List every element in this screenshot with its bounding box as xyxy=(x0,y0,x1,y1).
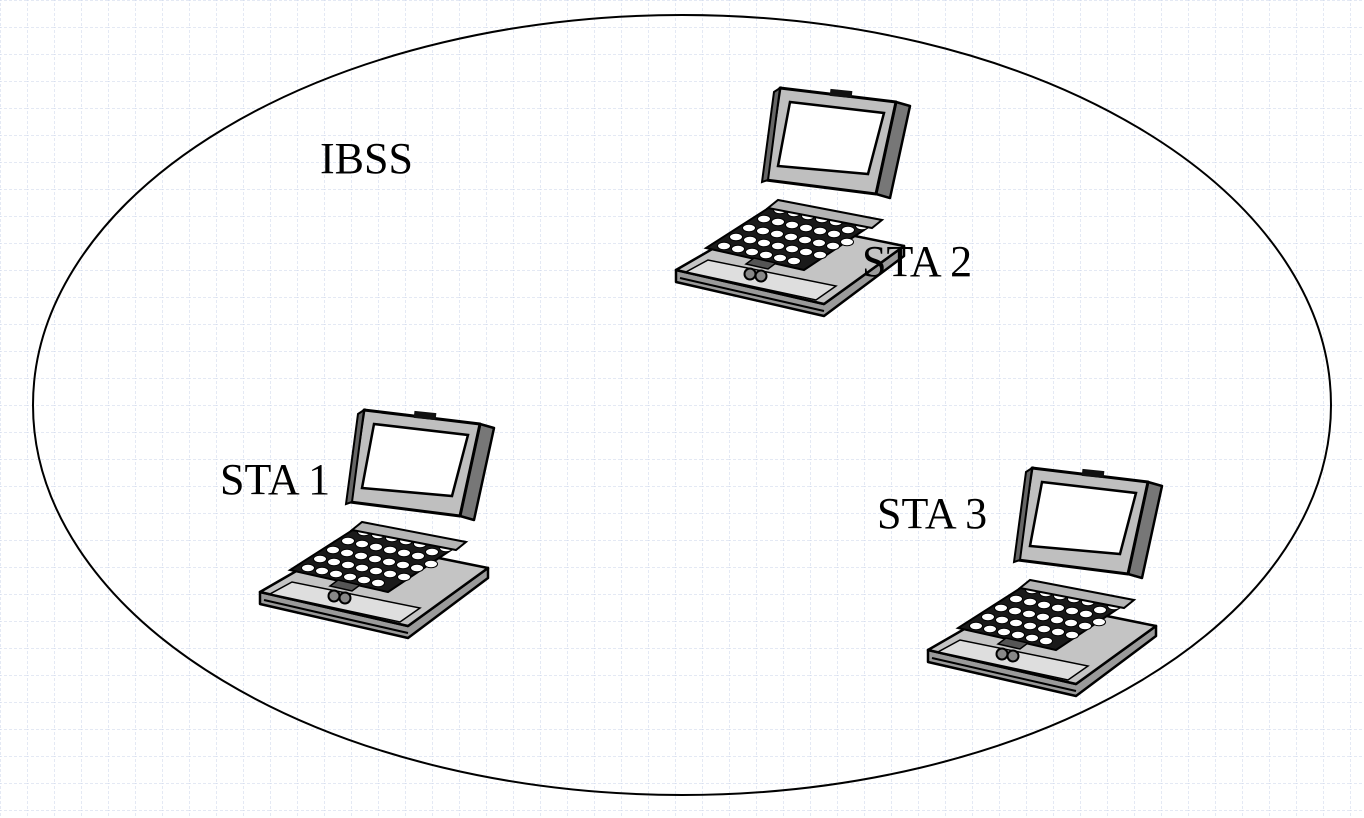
station-sta-2: STA 2 xyxy=(674,86,972,318)
ibss-boundary xyxy=(32,14,1332,796)
station-label: STA 1 xyxy=(220,455,330,504)
station-label: STA 3 xyxy=(877,489,987,538)
station-label: STA 2 xyxy=(862,237,972,286)
station-sta-1: STA 1 xyxy=(220,408,496,640)
ibss-label: IBSS xyxy=(320,134,413,183)
station-sta-3: STA 3 xyxy=(877,466,1164,698)
